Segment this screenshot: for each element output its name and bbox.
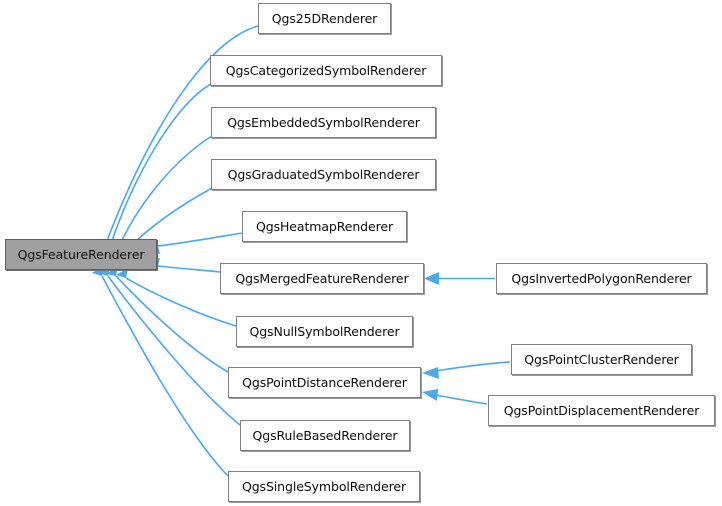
node-label: QgsHeatmapRenderer (256, 219, 393, 234)
node-qgsinvertedpolygonrenderer[interactable]: QgsInvertedPolygonRenderer (496, 263, 707, 294)
node-label: QgsGraduatedSymbolRenderer (227, 167, 420, 182)
edge-qgsrulebasedrenderer-to-root (98, 266, 241, 426)
node-qgsembeddedsymbolrenderer[interactable]: QgsEmbeddedSymbolRenderer (211, 107, 436, 138)
edge-qgsnullsymbolrenderer-to-root (116, 268, 237, 327)
node-qgsgraduatedsymbolrenderer[interactable]: QgsGraduatedSymbolRenderer (211, 159, 436, 190)
node-qgssinglesymbolrenderer[interactable]: QgsSingleSymbolRenderer (228, 471, 420, 502)
node-label: Qgs25DRenderer (271, 11, 378, 26)
node-label: QgsEmbeddedSymbolRenderer (227, 115, 420, 130)
node-label: QgsInvertedPolygonRenderer (511, 271, 692, 286)
node-qgscategorizedsymbolrenderer[interactable]: QgsCategorizedSymbolRenderer (210, 55, 442, 86)
node-label: QgsRuleBasedRenderer (252, 428, 398, 443)
node-qgsmergedfeaturerenderer[interactable]: QgsMergedFeatureRenderer (220, 263, 424, 294)
node-qgspointclusterrenderer[interactable]: QgsPointClusterRenderer (511, 344, 692, 375)
node-qgsrulebasedrenderer[interactable]: QgsRuleBasedRenderer (240, 420, 410, 451)
edge-qgspointdisplacementrenderer-to-qgspointdistancerenderer (422, 389, 488, 405)
node-label: QgsNullSymbolRenderer (249, 324, 400, 339)
node-label: QgsPointDistanceRenderer (242, 375, 407, 390)
edge-qgspointclusterrenderer-to-qgspointdistancerenderer (422, 361, 511, 379)
edge-qgsinvertedpolygonrenderer-to-qgsmergedfeaturerenderer (424, 272, 495, 285)
edge-qgsmergedfeaturerenderer-to-root (148, 258, 221, 273)
edge-qgscategorizedsymbolrenderer-to-root (102, 83, 212, 259)
node-qgs25drenderer[interactable]: Qgs25DRenderer (258, 3, 391, 34)
node-label: QgsPointClusterRenderer (524, 352, 679, 367)
node-label: QgsSingleSymbolRenderer (241, 479, 407, 494)
edge-qgsheatmaprenderer-to-root (148, 232, 243, 254)
node-qgsnullsymbolrenderer[interactable]: QgsNullSymbolRenderer (236, 316, 413, 347)
node-label: QgsMergedFeatureRenderer (235, 271, 409, 286)
node-label: QgsCategorizedSymbolRenderer (225, 63, 427, 78)
node-qgspointdisplacementrenderer[interactable]: QgsPointDisplacementRenderer (488, 395, 715, 426)
node-qgspointdistancerenderer[interactable]: QgsPointDistanceRenderer (228, 367, 421, 398)
node-label: QgsFeatureRenderer (17, 247, 145, 262)
node-label: QgsPointDisplacementRenderer (503, 403, 700, 418)
node-qgsheatmaprenderer[interactable]: QgsHeatmapRenderer (242, 211, 407, 242)
node-qgsfeaturerenderer[interactable]: QgsFeatureRenderer (5, 239, 157, 270)
